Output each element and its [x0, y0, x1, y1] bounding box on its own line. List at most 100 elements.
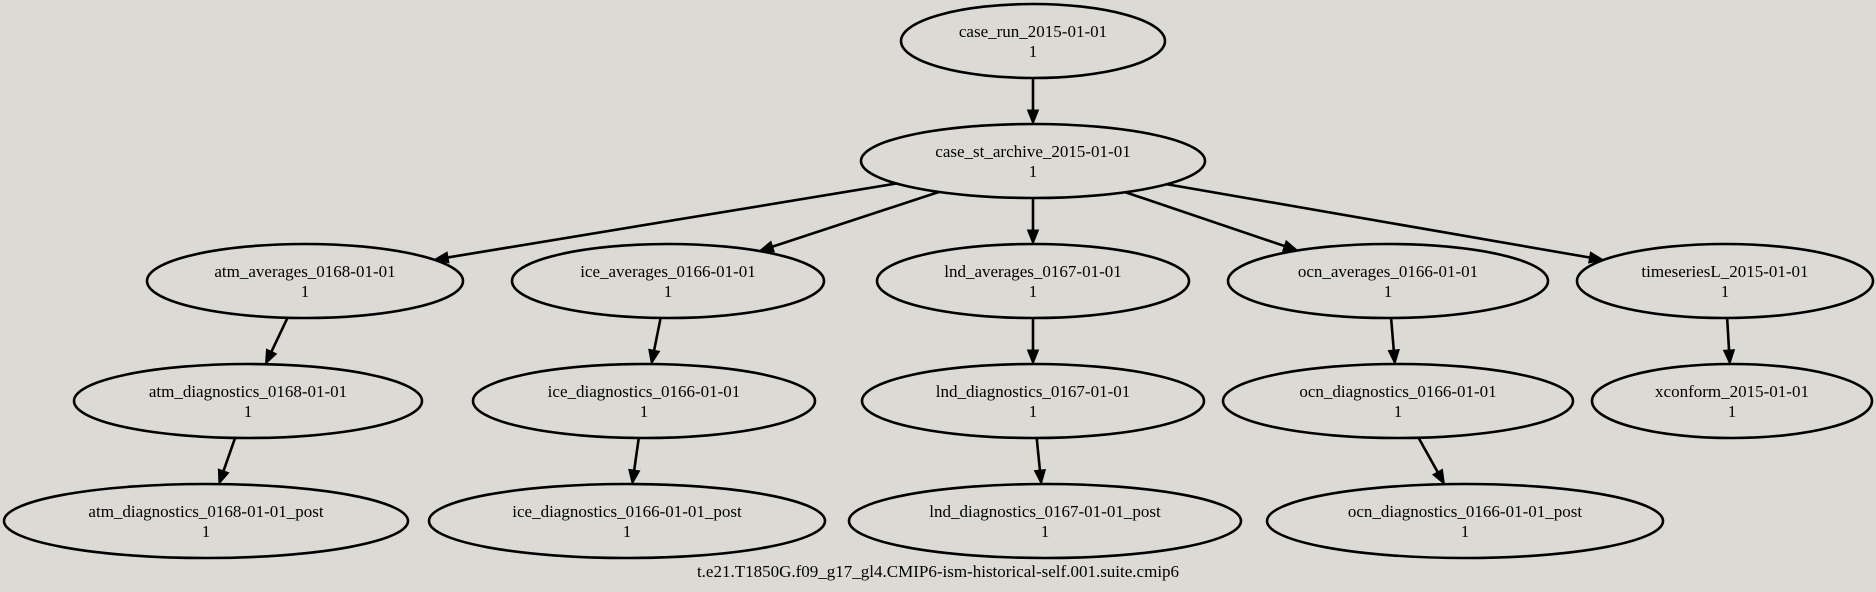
arrowhead-icon — [1431, 468, 1446, 486]
node-name-label: ice_diagnostics_0166-01-01_post — [512, 502, 742, 521]
arrowhead-icon — [264, 348, 278, 366]
node-name-label: lnd_diagnostics_0167-01-01 — [936, 382, 1131, 401]
arrowhead-icon — [1387, 349, 1400, 366]
edge-line — [632, 437, 641, 471]
node-ellipse[interactable] — [1226, 242, 1550, 320]
edge-case_st_archive-to-timeseriesL — [1166, 182, 1605, 264]
node-case_st_archive[interactable]: case_st_archive_2015-01-011 — [859, 122, 1207, 200]
edge-line — [1389, 317, 1396, 351]
node-ellipse[interactable] — [510, 242, 826, 320]
edge-ice_averages-to-ice_diagnostics — [648, 317, 662, 366]
arrowhead-icon — [1722, 349, 1736, 366]
node-count-label: 1 — [1029, 282, 1038, 301]
node-name-label: ocn_diagnostics_0166-01-01_post — [1348, 502, 1582, 521]
arrowhead-icon — [1026, 349, 1040, 366]
node-timeseriesL[interactable]: timeseriesL_2015-01-011 — [1575, 242, 1875, 320]
node-atm_averages[interactable]: atm_averages_0168-01-011 — [145, 242, 465, 320]
node-name-label: lnd_averages_0167-01-01 — [944, 262, 1122, 281]
node-name-label: atm_diagnostics_0168-01-01_post — [88, 502, 323, 521]
edge-ocn_averages-to-ocn_diagnostics — [1387, 317, 1400, 366]
node-name-label: xconform_2015-01-01 — [1655, 382, 1809, 401]
node-ellipse[interactable] — [471, 362, 817, 440]
node-lnd_averages[interactable]: lnd_averages_0167-01-011 — [875, 242, 1191, 320]
node-count-label: 1 — [1384, 282, 1393, 301]
node-name-label: ocn_averages_0166-01-01 — [1298, 262, 1478, 281]
node-case_run[interactable]: case_run_2015-01-011 — [899, 2, 1167, 80]
node-ellipse[interactable] — [1221, 362, 1575, 440]
edges-layer — [217, 78, 1736, 486]
edge-lnd_averages-to-lnd_diagnostics — [1026, 318, 1040, 366]
node-ice_averages[interactable]: ice_averages_0166-01-011 — [510, 242, 826, 320]
node-name-label: atm_diagnostics_0168-01-01 — [149, 382, 347, 401]
node-ellipse[interactable] — [1575, 242, 1875, 320]
node-ellipse[interactable] — [860, 362, 1206, 440]
edge-line — [1124, 190, 1285, 248]
arrowhead-icon — [217, 468, 230, 486]
node-count-label: 1 — [1721, 282, 1730, 301]
node-ellipse[interactable] — [1590, 362, 1874, 440]
edge-atm_diagnostics-to-atm_diagnostics_post — [217, 437, 237, 486]
edge-ocn_diagnostics-to-ocn_diagnostics_post — [1417, 437, 1446, 486]
edge-line — [1417, 437, 1439, 473]
edge-line — [652, 317, 662, 351]
node-atm_diagnostics[interactable]: atm_diagnostics_0168-01-011 — [72, 362, 424, 440]
edge-line — [447, 182, 897, 259]
node-name-label: timeseriesL_2015-01-01 — [1641, 262, 1808, 281]
node-name-label: atm_averages_0168-01-01 — [214, 262, 395, 281]
node-ellipse[interactable] — [1265, 482, 1665, 560]
node-count-label: 1 — [1041, 522, 1050, 541]
node-count-label: 1 — [301, 282, 310, 301]
node-ellipse[interactable] — [72, 362, 424, 440]
edge-case_st_archive-to-lnd_averages — [1026, 198, 1040, 246]
arrowhead-icon — [1033, 468, 1047, 486]
arrowhead-icon — [1026, 229, 1040, 246]
node-count-label: 1 — [1461, 522, 1470, 541]
node-ocn_averages[interactable]: ocn_averages_0166-01-011 — [1226, 242, 1550, 320]
edge-case_run-to-case_st_archive — [1026, 78, 1040, 126]
node-count-label: 1 — [202, 522, 211, 541]
node-ellipse[interactable] — [847, 482, 1243, 560]
edge-case_st_archive-to-atm_averages — [432, 182, 897, 264]
node-ellipse[interactable] — [427, 482, 827, 560]
node-ellipse[interactable] — [859, 122, 1207, 200]
edge-line — [1725, 317, 1731, 351]
edge-line — [772, 190, 940, 248]
node-count-label: 1 — [664, 282, 673, 301]
node-count-label: 1 — [1394, 402, 1403, 421]
edge-line — [270, 317, 289, 353]
arrowhead-icon — [648, 348, 661, 366]
node-name-label: ice_averages_0166-01-01 — [580, 262, 756, 281]
edge-line — [222, 437, 237, 472]
nodes-layer: case_run_2015-01-011case_st_archive_2015… — [2, 2, 1875, 560]
node-count-label: 1 — [244, 402, 253, 421]
node-name-label: case_st_archive_2015-01-01 — [935, 142, 1130, 161]
node-count-label: 1 — [640, 402, 649, 421]
node-lnd_diagnostics[interactable]: lnd_diagnostics_0167-01-011 — [860, 362, 1206, 440]
node-ellipse[interactable] — [2, 482, 410, 560]
arrowhead-icon — [628, 468, 641, 486]
edge-atm_averages-to-atm_diagnostics — [264, 317, 289, 366]
node-ocn_diagnostics[interactable]: ocn_diagnostics_0166-01-011 — [1221, 362, 1575, 440]
node-xconform[interactable]: xconform_2015-01-011 — [1590, 362, 1874, 440]
node-count-label: 1 — [1029, 162, 1038, 181]
node-name-label: ice_diagnostics_0166-01-01 — [548, 382, 741, 401]
node-count-label: 1 — [1029, 42, 1038, 61]
arrowhead-icon — [1026, 109, 1040, 126]
node-count-label: 1 — [623, 522, 632, 541]
edge-line — [1166, 182, 1590, 259]
edge-timeseriesL-to-xconform — [1722, 317, 1736, 366]
node-name-label: ocn_diagnostics_0166-01-01 — [1299, 382, 1496, 401]
node-ice_diagnostics[interactable]: ice_diagnostics_0166-01-011 — [471, 362, 817, 440]
edge-case_st_archive-to-ocn_averages — [1124, 190, 1299, 252]
edge-lnd_diagnostics-to-lnd_diagnostics_post — [1033, 437, 1047, 486]
node-ellipse[interactable] — [145, 242, 465, 320]
node-name-label: case_run_2015-01-01 — [959, 22, 1107, 41]
node-ellipse[interactable] — [899, 2, 1167, 80]
node-ellipse[interactable] — [875, 242, 1191, 320]
edge-line — [1035, 437, 1042, 471]
